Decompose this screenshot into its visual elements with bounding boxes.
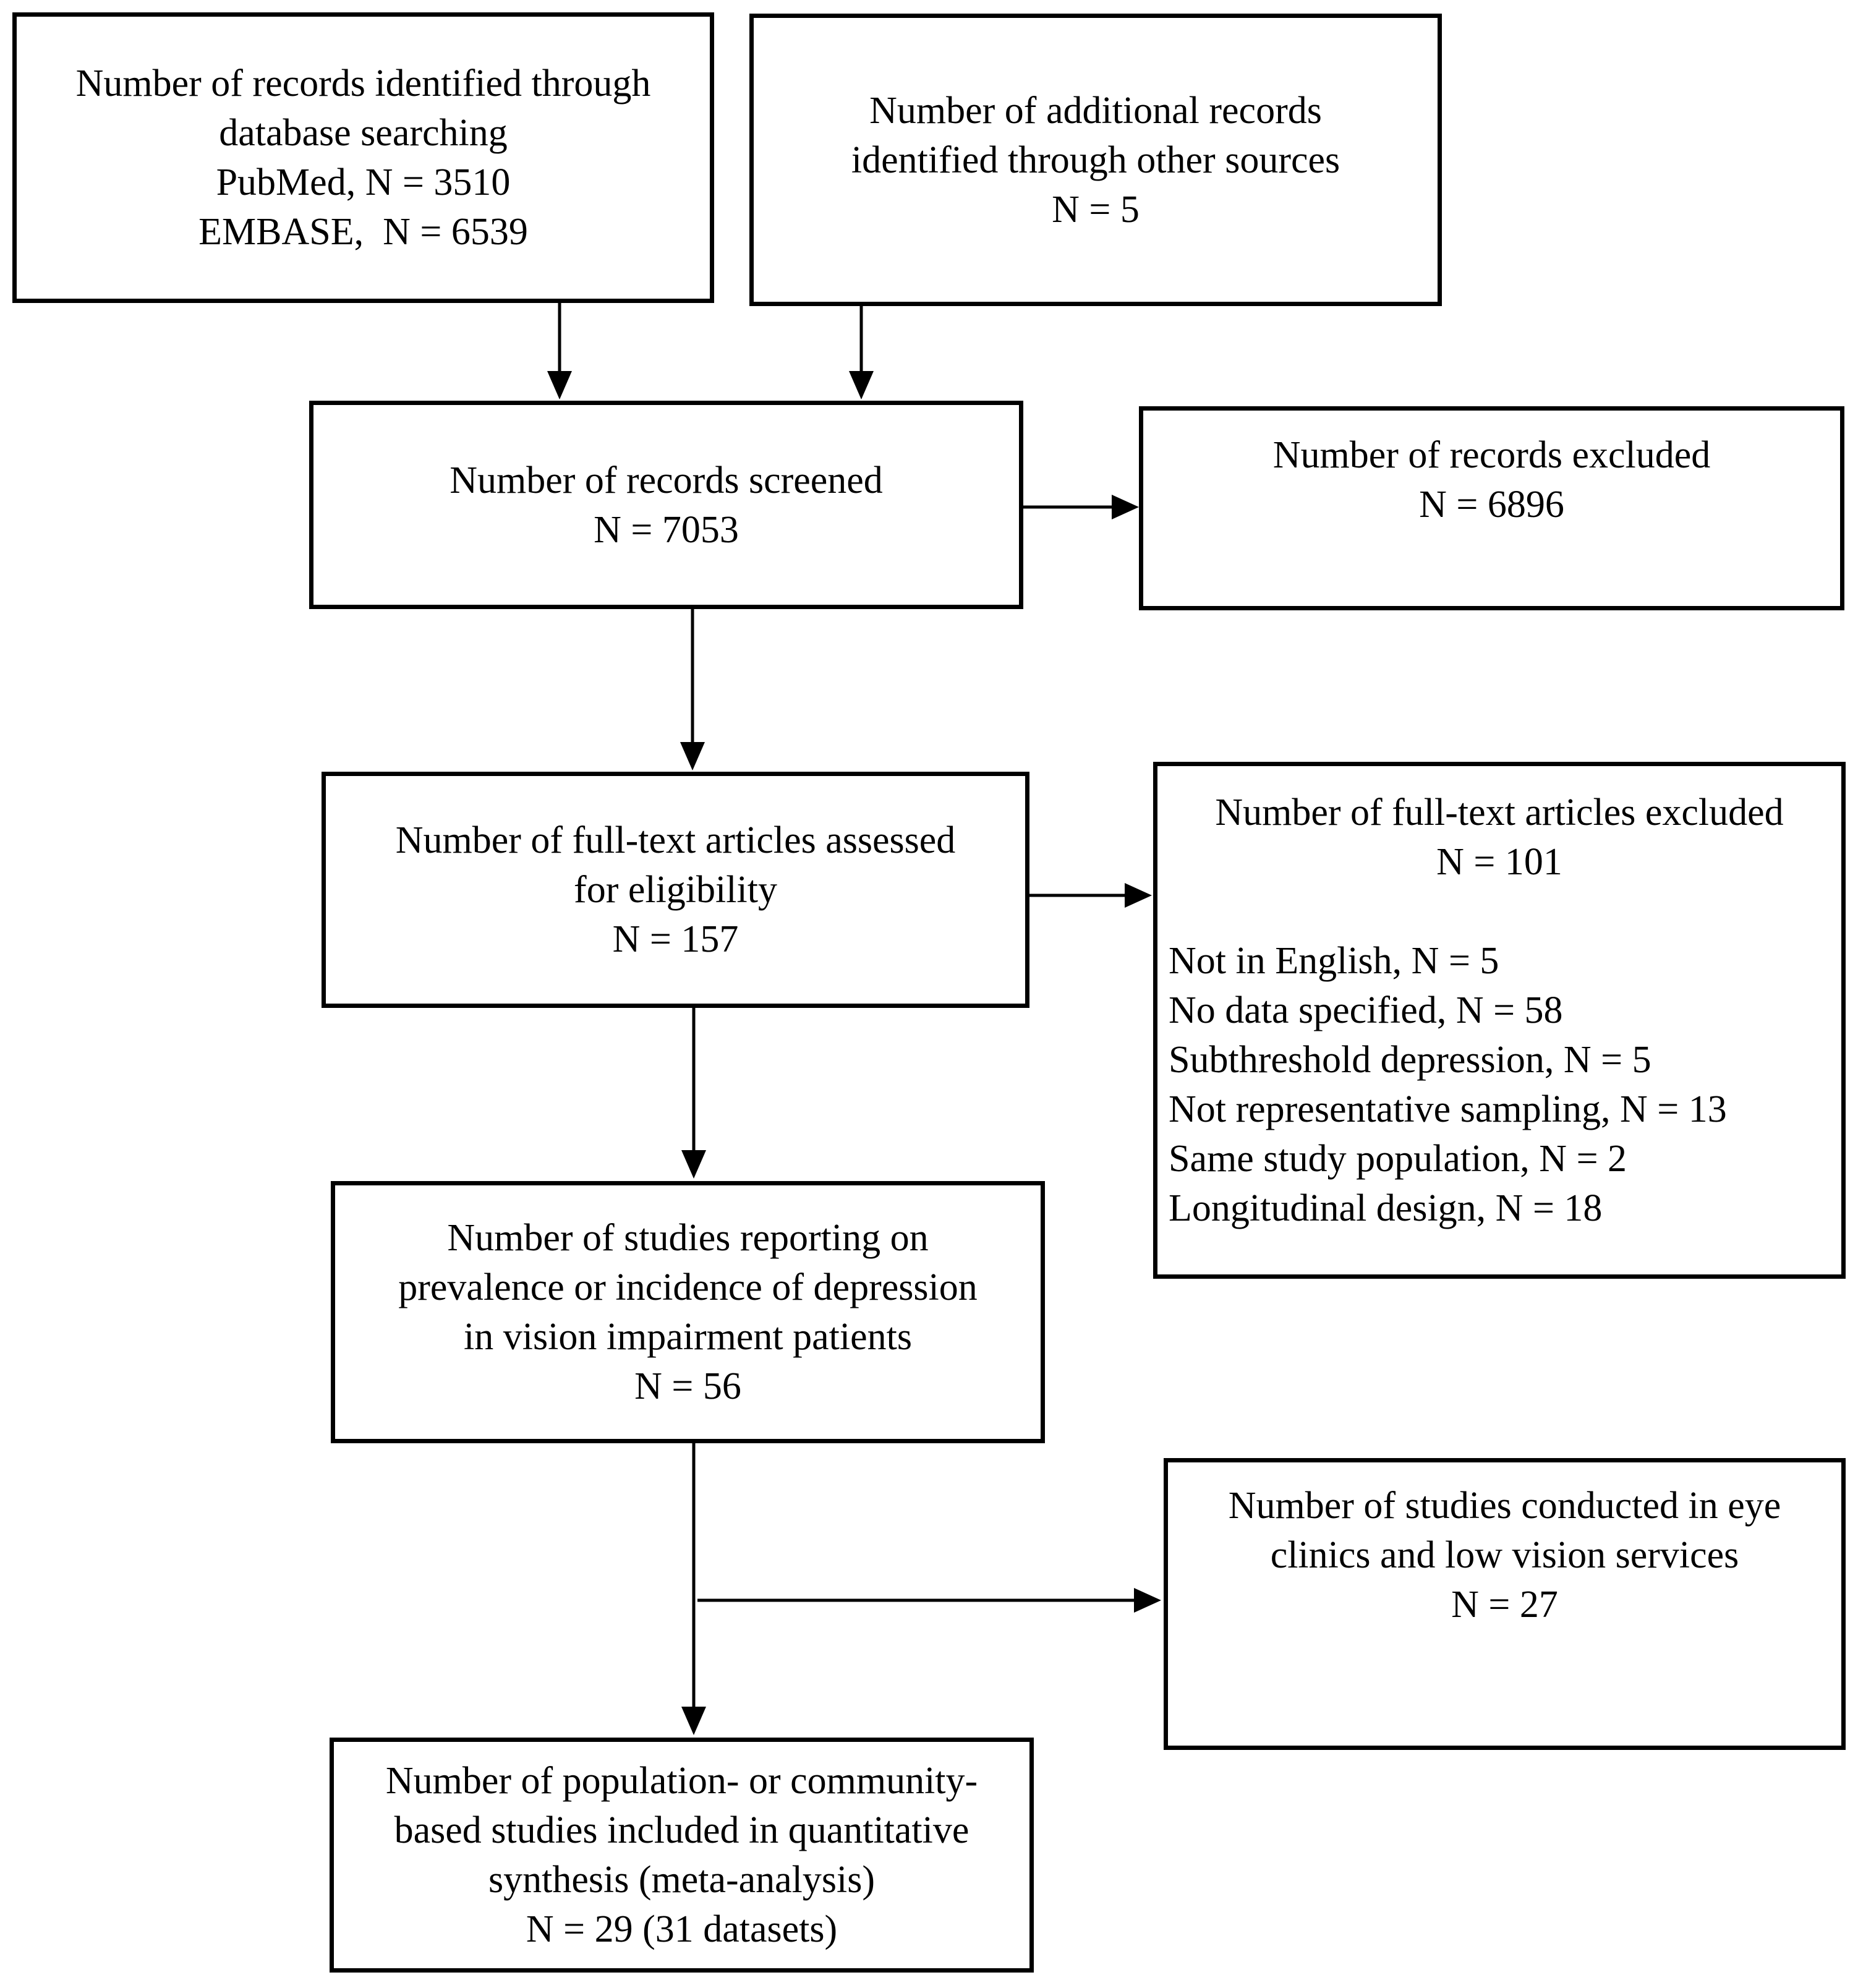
node-included-quantitative-synthesis: Number of population- or community- base… [330,1738,1034,1973]
node-text-line: N = 56 [634,1365,741,1407]
node-text-line: prevalence or incidence of depression [398,1266,978,1308]
node-records-excluded: Number of records excluded N = 6896 [1139,406,1844,610]
node-text-line: Number of population- or community- [385,1760,978,1802]
node-text-line: N = 27 [1451,1584,1558,1626]
arrow-branch-to-eye-clinics [697,1588,1161,1613]
node-text-line: Number of studies reporting on [447,1217,929,1259]
node-text-line: Number of full-text articles excluded [1215,791,1784,834]
node-text-line: in vision impairment patients [464,1316,912,1358]
exclusion-reason: Same study population, N = 2 [1169,1138,1627,1180]
arrow-fulltext-assessed-to-studies-reporting [681,1008,706,1179]
node-text-line: Number of studies conducted in eye [1228,1485,1781,1527]
node-text-line: clinics and low vision services [1270,1534,1739,1576]
node-text-line: N = 7053 [594,508,739,551]
node-text-line: N = 6896 [1419,484,1564,526]
node-text-line: Number of records excluded [1272,434,1711,476]
arrow-studies-reporting-to-included-quantitative [681,1443,706,1735]
arrow-screened-to-fulltext-assessed [680,609,705,770]
arrow-fulltext-assessed-to-fulltext-excluded [1029,883,1152,908]
node-text-line: based studies included in quantitative [394,1809,969,1851]
arrow-screened-to-records-excluded [1023,495,1139,519]
exclusion-reasons-list: Not in English, N = 5 No data specified,… [1157,936,1841,1233]
node-records-identified-other-sources: Number of additional records identified … [749,14,1442,306]
exclusion-reason: Subthreshold depression, N = 5 [1169,1039,1651,1081]
node-text-line: Number of records identified through [75,62,651,105]
node-text-line: EMBASE, N = 6539 [198,211,528,253]
node-text-line: synthesis (meta-analysis) [488,1859,876,1901]
node-text-line: Number of records screened [450,459,883,501]
node-text-line: identified through other sources [851,139,1340,181]
node-text-line: Number of additional records [869,89,1322,132]
node-fulltext-excluded: Number of full-text articles excluded N … [1153,762,1846,1279]
node-text-line: for eligibility [574,869,777,911]
node-text-line: N = 157 [612,918,739,960]
node-text-line: database searching [219,112,508,154]
arrow-identified-other-to-screened [849,306,874,399]
exclusion-reason: Not in English, N = 5 [1169,940,1499,982]
arrow-identified-database-to-screened [547,303,572,399]
node-text-line: PubMed, N = 3510 [216,161,511,203]
node-text-line: N = 101 [1436,841,1562,883]
node-text-line: N = 5 [1052,188,1140,231]
node-records-identified-database: Number of records identified through dat… [12,12,714,303]
node-fulltext-assessed: Number of full-text articles assessed fo… [322,772,1029,1008]
node-text-line: Number of full-text articles assessed [395,819,956,861]
exclusion-reason: Longitudinal design, N = 18 [1169,1187,1603,1229]
exclusion-reason: No data specified, N = 58 [1169,989,1563,1031]
node-studies-eye-clinics: Number of studies conducted in eye clini… [1164,1458,1846,1750]
node-studies-reporting-prevalence: Number of studies reporting on prevalenc… [331,1181,1045,1443]
node-text-line: N = 29 (31 datasets) [526,1908,838,1950]
exclusion-reason: Not representative sampling, N = 13 [1169,1088,1727,1130]
node-records-screened: Number of records screened N = 7053 [309,401,1023,609]
